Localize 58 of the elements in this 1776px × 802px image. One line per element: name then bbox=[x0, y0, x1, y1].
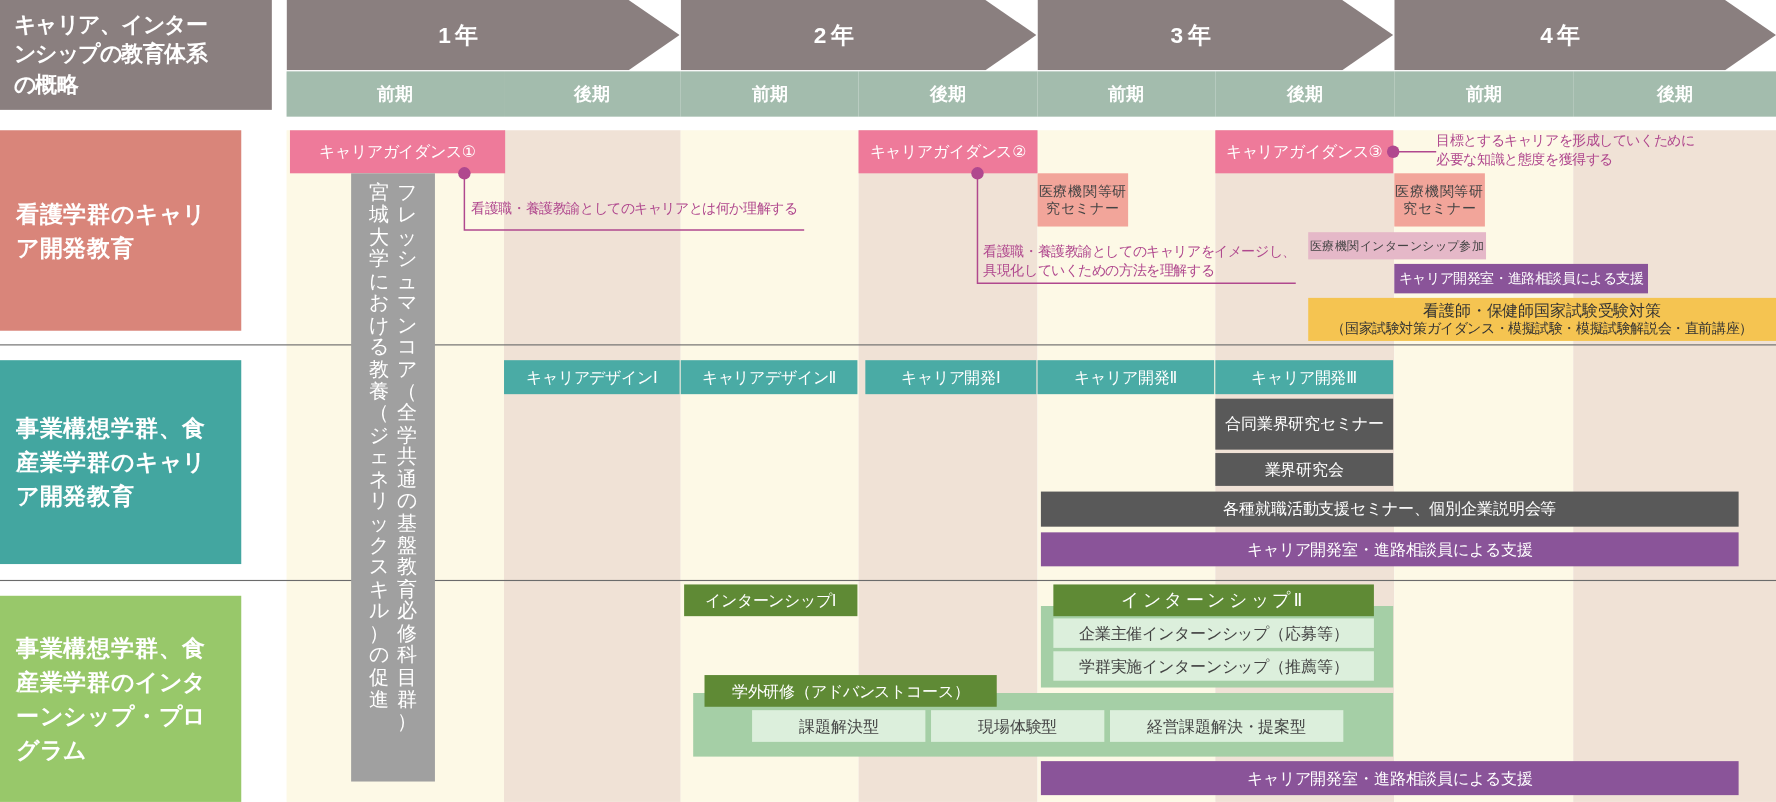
step-box: 経営課題解決・提案型 bbox=[1110, 710, 1344, 742]
step-box: 各種就職活動支援セミナー、個別企業説明会等 bbox=[1040, 491, 1739, 527]
term-band: 後期 bbox=[1215, 71, 1395, 117]
year-arrow bbox=[286, 0, 680, 71]
row-header: 事業構想学群、食産業学群のインターンシップ・プログラム bbox=[0, 595, 242, 802]
row-header: 事業構想学群、食産業学群のキャリア開発教育 bbox=[0, 360, 242, 565]
note-text: 看護職・養護教諭としてのキャリアをイメージし、具現化していくための方法を理解する bbox=[983, 242, 1296, 284]
step-box: キャリア開発Ⅲ bbox=[1215, 360, 1394, 395]
box-text: （国家試験対策ガイダンス・模擬試験・模擬試験解説会・直前講座） bbox=[1331, 320, 1753, 338]
step-box: 現場体験型 bbox=[931, 710, 1105, 742]
year-label: 3年 bbox=[1170, 21, 1215, 49]
group-panel bbox=[693, 675, 1394, 757]
step-box: 合同業界研究セミナー bbox=[1215, 398, 1394, 450]
year-arrow bbox=[1037, 0, 1394, 71]
step-box: 業界研究会 bbox=[1215, 453, 1394, 486]
step-box: 学群実施インターンシップ（推薦等） bbox=[1053, 651, 1374, 681]
note-text: 看護職・養護教諭としてのキャリアとは何か理解する bbox=[471, 199, 805, 230]
year-label: 4年 bbox=[1540, 21, 1585, 49]
term-band: 後期 bbox=[858, 71, 1038, 117]
step-box: キャリア開発室・進路相談員による支援 bbox=[1040, 532, 1739, 567]
step-box: キャリアガイダンス① bbox=[289, 130, 506, 174]
step-box: キャリアガイダンス② bbox=[858, 130, 1038, 174]
term-band: 後期 bbox=[504, 71, 681, 117]
step-box: キャリア開発室・進路相談員による支援 bbox=[1394, 263, 1648, 294]
course-bar bbox=[351, 173, 435, 782]
note-text: 目標とするキャリアを形成していくために必要な知識と態度を獲得する bbox=[1436, 131, 1697, 173]
step-box: 医療機関等研究セミナー bbox=[1394, 173, 1485, 227]
step-box: キャリア開発室・進路相談員による支援 bbox=[1040, 761, 1739, 796]
step-box: キャリアガイダンス③ bbox=[1215, 130, 1394, 174]
row-header: 看護学群のキャリア開発教育 bbox=[0, 130, 242, 331]
step-box: キャリアデザインⅡ bbox=[680, 360, 858, 395]
vertical-label: フレッシュマンコア（全学共通の基盤教育必修科目群） bbox=[396, 182, 418, 733]
step-box: キャリア開発Ⅰ bbox=[865, 360, 1037, 395]
step-box: 医療機関インターンシップ参加 bbox=[1308, 232, 1487, 260]
group-heading: インターンシップⅡ bbox=[1053, 584, 1374, 617]
term-band: 前期 bbox=[286, 71, 505, 117]
group-heading: 学外研修（アドバンストコース） bbox=[704, 675, 997, 707]
vertical-label: 宮城大学における教養（ジェネリックスキル）の促進 bbox=[368, 182, 390, 711]
step-box: キャリアデザインⅠ bbox=[504, 360, 680, 395]
step-box: インターンシップⅠ bbox=[684, 584, 858, 617]
term-band: 前期 bbox=[1394, 71, 1574, 117]
box-text: 看護師・保健師国家試験受験対策 bbox=[1423, 301, 1662, 321]
term-band: 前期 bbox=[680, 71, 859, 117]
step-box: 課題解決型 bbox=[752, 710, 926, 742]
step-box: キャリア開発Ⅱ bbox=[1037, 360, 1215, 395]
year-label: 2年 bbox=[813, 21, 859, 49]
leader-line bbox=[458, 167, 805, 231]
leader-line bbox=[1386, 145, 1437, 158]
year-label: 1年 bbox=[438, 21, 483, 49]
step-box bbox=[1308, 297, 1776, 341]
step-box: 医療機関等研究セミナー bbox=[1037, 173, 1129, 227]
term-band: 後期 bbox=[1573, 71, 1776, 117]
leader-line bbox=[971, 167, 1297, 284]
step-box: 企業主催インターンシップ（応募等） bbox=[1053, 618, 1374, 648]
title-box: キャリア、インターンシップの教育体系の概略 bbox=[0, 0, 272, 110]
year-arrow bbox=[1394, 0, 1776, 71]
term-band: 前期 bbox=[1037, 71, 1216, 117]
year-arrow bbox=[680, 0, 1037, 71]
